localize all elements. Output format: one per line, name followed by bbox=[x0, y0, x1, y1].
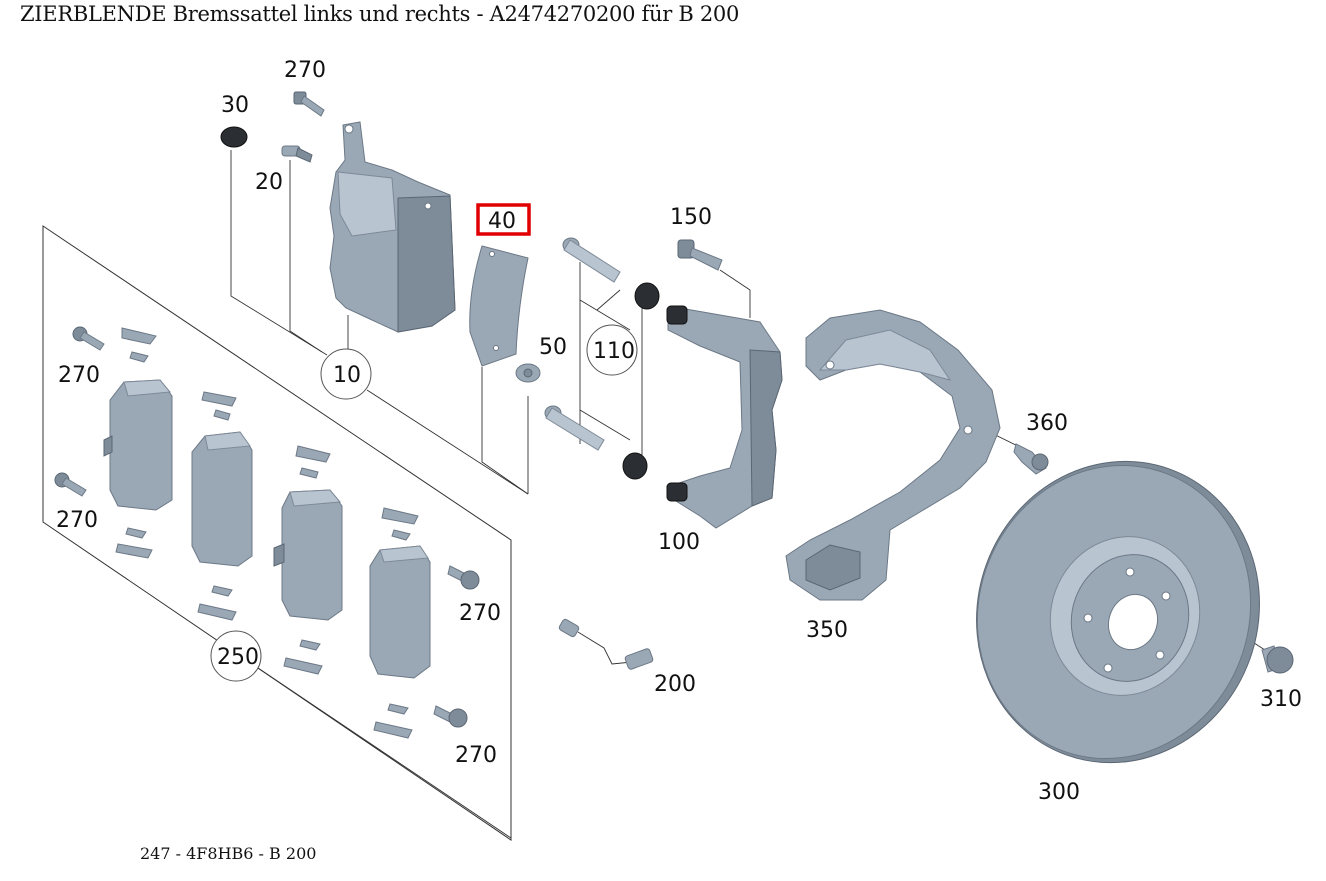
diagram-reference-footer: 247 - 4F8HB6 - B 200 bbox=[140, 844, 317, 863]
bolt-270-d bbox=[433, 705, 468, 728]
label-250[interactable]: 250 bbox=[217, 645, 259, 670]
bolt-310 bbox=[1261, 645, 1294, 674]
label-270-a[interactable]: 270 bbox=[58, 363, 100, 388]
brake-pad-2 bbox=[191, 431, 253, 567]
bolt-50 bbox=[515, 363, 541, 383]
label-300[interactable]: 300 bbox=[1038, 780, 1080, 805]
label-110[interactable]: 110 bbox=[593, 339, 635, 364]
guide-pin-lower bbox=[544, 405, 605, 451]
caliper-trim-plate-40 bbox=[469, 245, 529, 367]
label-350[interactable]: 350 bbox=[806, 618, 848, 643]
brake-pad-1 bbox=[103, 379, 173, 511]
guide-boot-lower bbox=[622, 452, 648, 480]
label-270-c[interactable]: 270 bbox=[459, 601, 501, 626]
brake-dust-shield-350 bbox=[785, 309, 1001, 601]
bolt-360 bbox=[1013, 443, 1049, 475]
bolt-270-a bbox=[72, 326, 105, 351]
label-20[interactable]: 20 bbox=[255, 170, 283, 195]
bolt-150 bbox=[677, 239, 723, 271]
label-10[interactable]: 10 bbox=[333, 363, 361, 388]
brake-pad-set-frame bbox=[42, 225, 512, 841]
label-200[interactable]: 200 bbox=[654, 672, 696, 697]
label-40[interactable]: 40 bbox=[488, 209, 516, 234]
label-50[interactable]: 50 bbox=[539, 335, 567, 360]
bleed-screw-20 bbox=[281, 145, 313, 163]
brake-caliper-housing bbox=[329, 121, 456, 333]
guide-pin-upper bbox=[562, 237, 621, 283]
caliper-bracket-100 bbox=[666, 305, 783, 529]
pad-clips bbox=[115, 327, 419, 739]
label-310[interactable]: 310 bbox=[1260, 687, 1302, 712]
label-270-d[interactable]: 270 bbox=[455, 743, 497, 768]
label-30[interactable]: 30 bbox=[221, 93, 249, 118]
brake-pad-3 bbox=[273, 489, 343, 621]
page-title: ZIERBLENDE Bremssattel links und rechts … bbox=[20, 2, 740, 26]
label-270-top[interactable]: 270 bbox=[284, 58, 326, 83]
label-360[interactable]: 360 bbox=[1026, 411, 1068, 436]
bolt-270-c bbox=[447, 565, 480, 590]
bushing-30 bbox=[220, 126, 248, 148]
callout-circle-110 bbox=[586, 324, 638, 376]
brake-wear-sensor-200 bbox=[558, 618, 654, 670]
label-270-b[interactable]: 270 bbox=[56, 508, 98, 533]
label-150[interactable]: 150 bbox=[670, 205, 712, 230]
bolt-270-top bbox=[293, 91, 325, 117]
brake-pad-4 bbox=[369, 545, 431, 679]
highlight-box-40 bbox=[476, 203, 531, 236]
callout-circle-10 bbox=[320, 348, 372, 400]
bolt-270-b bbox=[54, 472, 87, 497]
label-100[interactable]: 100 bbox=[658, 530, 700, 555]
brake-disc-300 bbox=[976, 460, 1260, 764]
guide-boot-upper bbox=[634, 282, 660, 310]
callout-circle-250 bbox=[210, 630, 262, 682]
